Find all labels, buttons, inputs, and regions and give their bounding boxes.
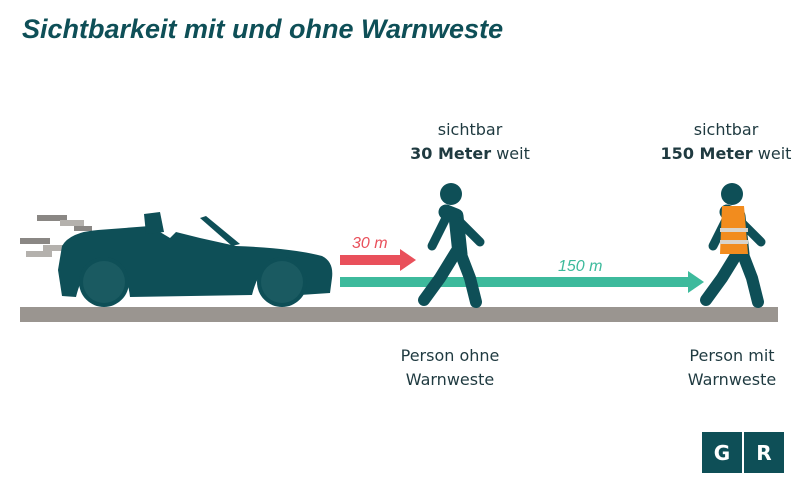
pedestrian-icon — [418, 183, 485, 308]
visible-word: sichtbar — [437, 120, 503, 139]
distance-bold: 150 Meter — [660, 144, 753, 163]
caption-line: Person mit — [689, 346, 775, 365]
visible-word: sichtbar — [693, 120, 759, 139]
pedestrian-with-vest-icon — [700, 183, 766, 308]
label-visible-30m: sichtbar 30 Meter weit — [370, 118, 570, 166]
caption-person-with-vest: Person mit Warnweste — [632, 344, 800, 392]
ground-line — [20, 307, 778, 322]
logo-letter-g: G — [702, 432, 742, 473]
page-title: Sichtbarkeit mit und ohne Warnweste — [22, 14, 504, 44]
distance-suffix: weit — [757, 144, 792, 163]
arrow-150m — [340, 271, 704, 293]
label-visible-150m: sichtbar 150 Meter weit — [626, 118, 800, 166]
arrow-150m-label: 150 m — [558, 258, 602, 275]
caption-person-without-vest: Person ohne Warnweste — [350, 344, 550, 392]
caption-line: Person ohne — [400, 346, 500, 365]
caption-line: Warnweste — [405, 370, 495, 389]
gr-logo: G R — [702, 432, 784, 473]
distance-suffix: weit — [496, 144, 530, 163]
caption-line: Warnweste — [687, 370, 777, 389]
car-wheels — [79, 257, 307, 307]
distance-bold: 30 Meter — [410, 144, 492, 163]
arrow-30m-label: 30 m — [352, 235, 388, 252]
arrow-30m — [340, 249, 416, 271]
logo-letter-r: R — [744, 432, 784, 473]
